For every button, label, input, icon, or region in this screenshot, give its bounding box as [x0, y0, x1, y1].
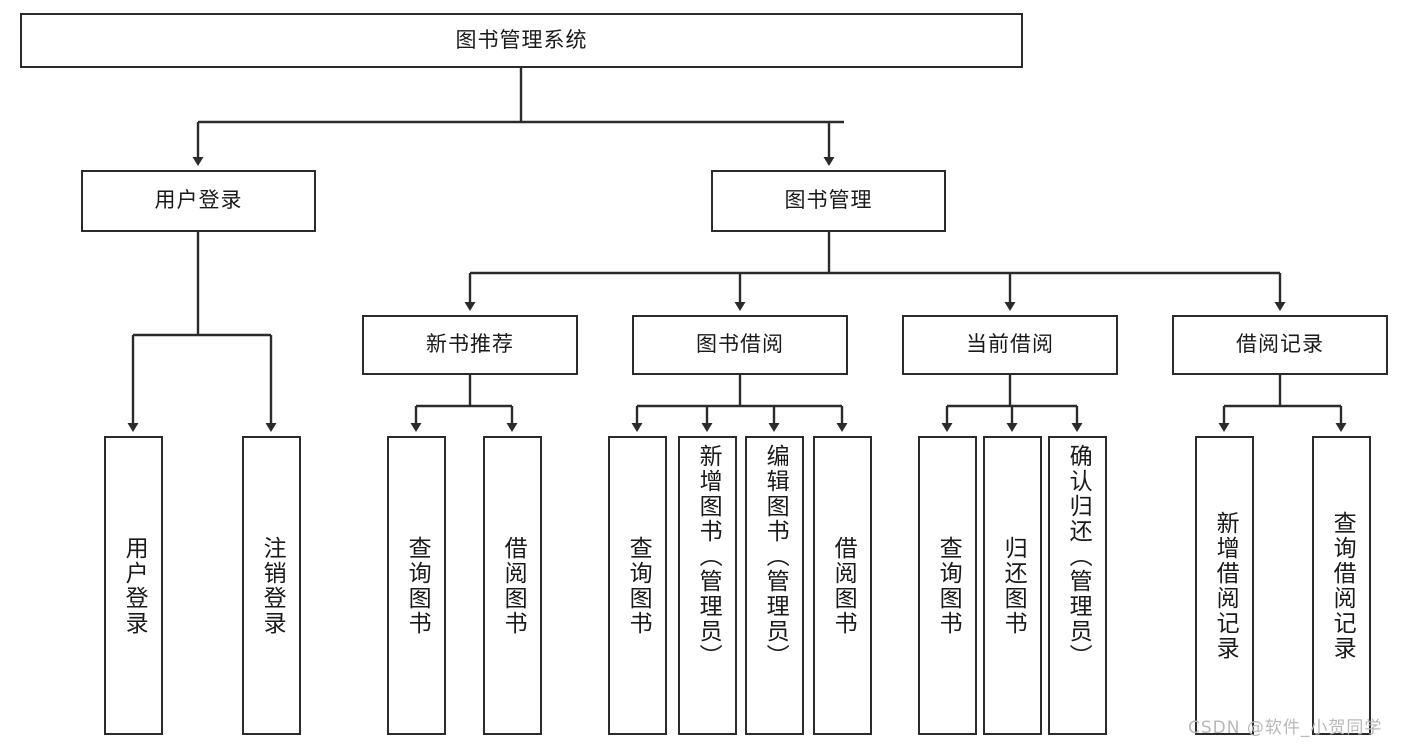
node-new-book-recommend-label: 新书推荐	[426, 332, 514, 357]
node-user-login-label: 用户登录	[154, 188, 243, 213]
node-current-borrow[interactable]: 当前借阅	[902, 315, 1118, 375]
node-book-management[interactable]: 图书管理	[711, 170, 946, 232]
node-new-book-recommend[interactable]: 新书推荐	[362, 315, 578, 375]
leaf-return-book-label: 归还图书	[1000, 535, 1027, 636]
leaf-confirm-return-admin[interactable]: 确认归还（管理员）	[1048, 436, 1107, 735]
leaf-query-book-borrow-label: 查询图书	[625, 535, 652, 636]
leaf-query-book-recommend-label: 查询图书	[404, 535, 431, 636]
leaf-edit-book-admin-label: 编辑图书（管理员）	[762, 444, 789, 669]
leaf-borrow-book-recommend-label: 借阅图书	[500, 535, 527, 636]
leaf-add-borrow-record[interactable]: 新增借阅记录	[1195, 436, 1254, 735]
node-book-management-label: 图书管理	[784, 188, 873, 213]
leaf-query-borrow-record[interactable]: 查询借阅记录	[1312, 436, 1371, 735]
node-current-borrow-label: 当前借阅	[966, 332, 1054, 357]
leaf-borrow-book-label: 借阅图书	[830, 535, 857, 636]
leaf-user-login[interactable]: 用户登录	[104, 436, 163, 735]
node-book-borrow[interactable]: 图书借阅	[632, 315, 848, 375]
leaf-return-book[interactable]: 归还图书	[983, 436, 1042, 735]
leaf-query-book-current[interactable]: 查询图书	[918, 436, 977, 735]
node-borrow-record-label: 借阅记录	[1236, 332, 1324, 357]
leaf-query-book-borrow[interactable]: 查询图书	[608, 436, 667, 735]
leaf-logout-label: 注销登录	[259, 535, 286, 636]
leaf-query-book-recommend[interactable]: 查询图书	[387, 436, 446, 735]
node-root[interactable]: 图书管理系统	[20, 13, 1023, 68]
node-borrow-record[interactable]: 借阅记录	[1172, 315, 1388, 375]
leaf-user-login-label: 用户登录	[121, 535, 148, 636]
leaf-add-borrow-record-label: 新增借阅记录	[1212, 510, 1239, 661]
node-book-borrow-label: 图书借阅	[696, 332, 784, 357]
leaf-confirm-return-admin-label: 确认归还（管理员）	[1065, 444, 1092, 669]
leaf-query-book-current-label: 查询图书	[935, 535, 962, 636]
leaf-query-borrow-record-label: 查询借阅记录	[1329, 510, 1356, 661]
leaf-edit-book-admin[interactable]: 编辑图书（管理员）	[745, 436, 804, 735]
node-root-label: 图书管理系统	[455, 27, 588, 52]
leaf-logout[interactable]: 注销登录	[242, 436, 301, 735]
leaf-borrow-book[interactable]: 借阅图书	[813, 436, 872, 735]
leaf-add-book-admin[interactable]: 新增图书（管理员）	[678, 436, 737, 735]
leaf-add-book-admin-label: 新增图书（管理员）	[695, 444, 722, 669]
leaf-borrow-book-recommend[interactable]: 借阅图书	[483, 436, 542, 735]
node-user-login[interactable]: 用户登录	[81, 170, 316, 232]
